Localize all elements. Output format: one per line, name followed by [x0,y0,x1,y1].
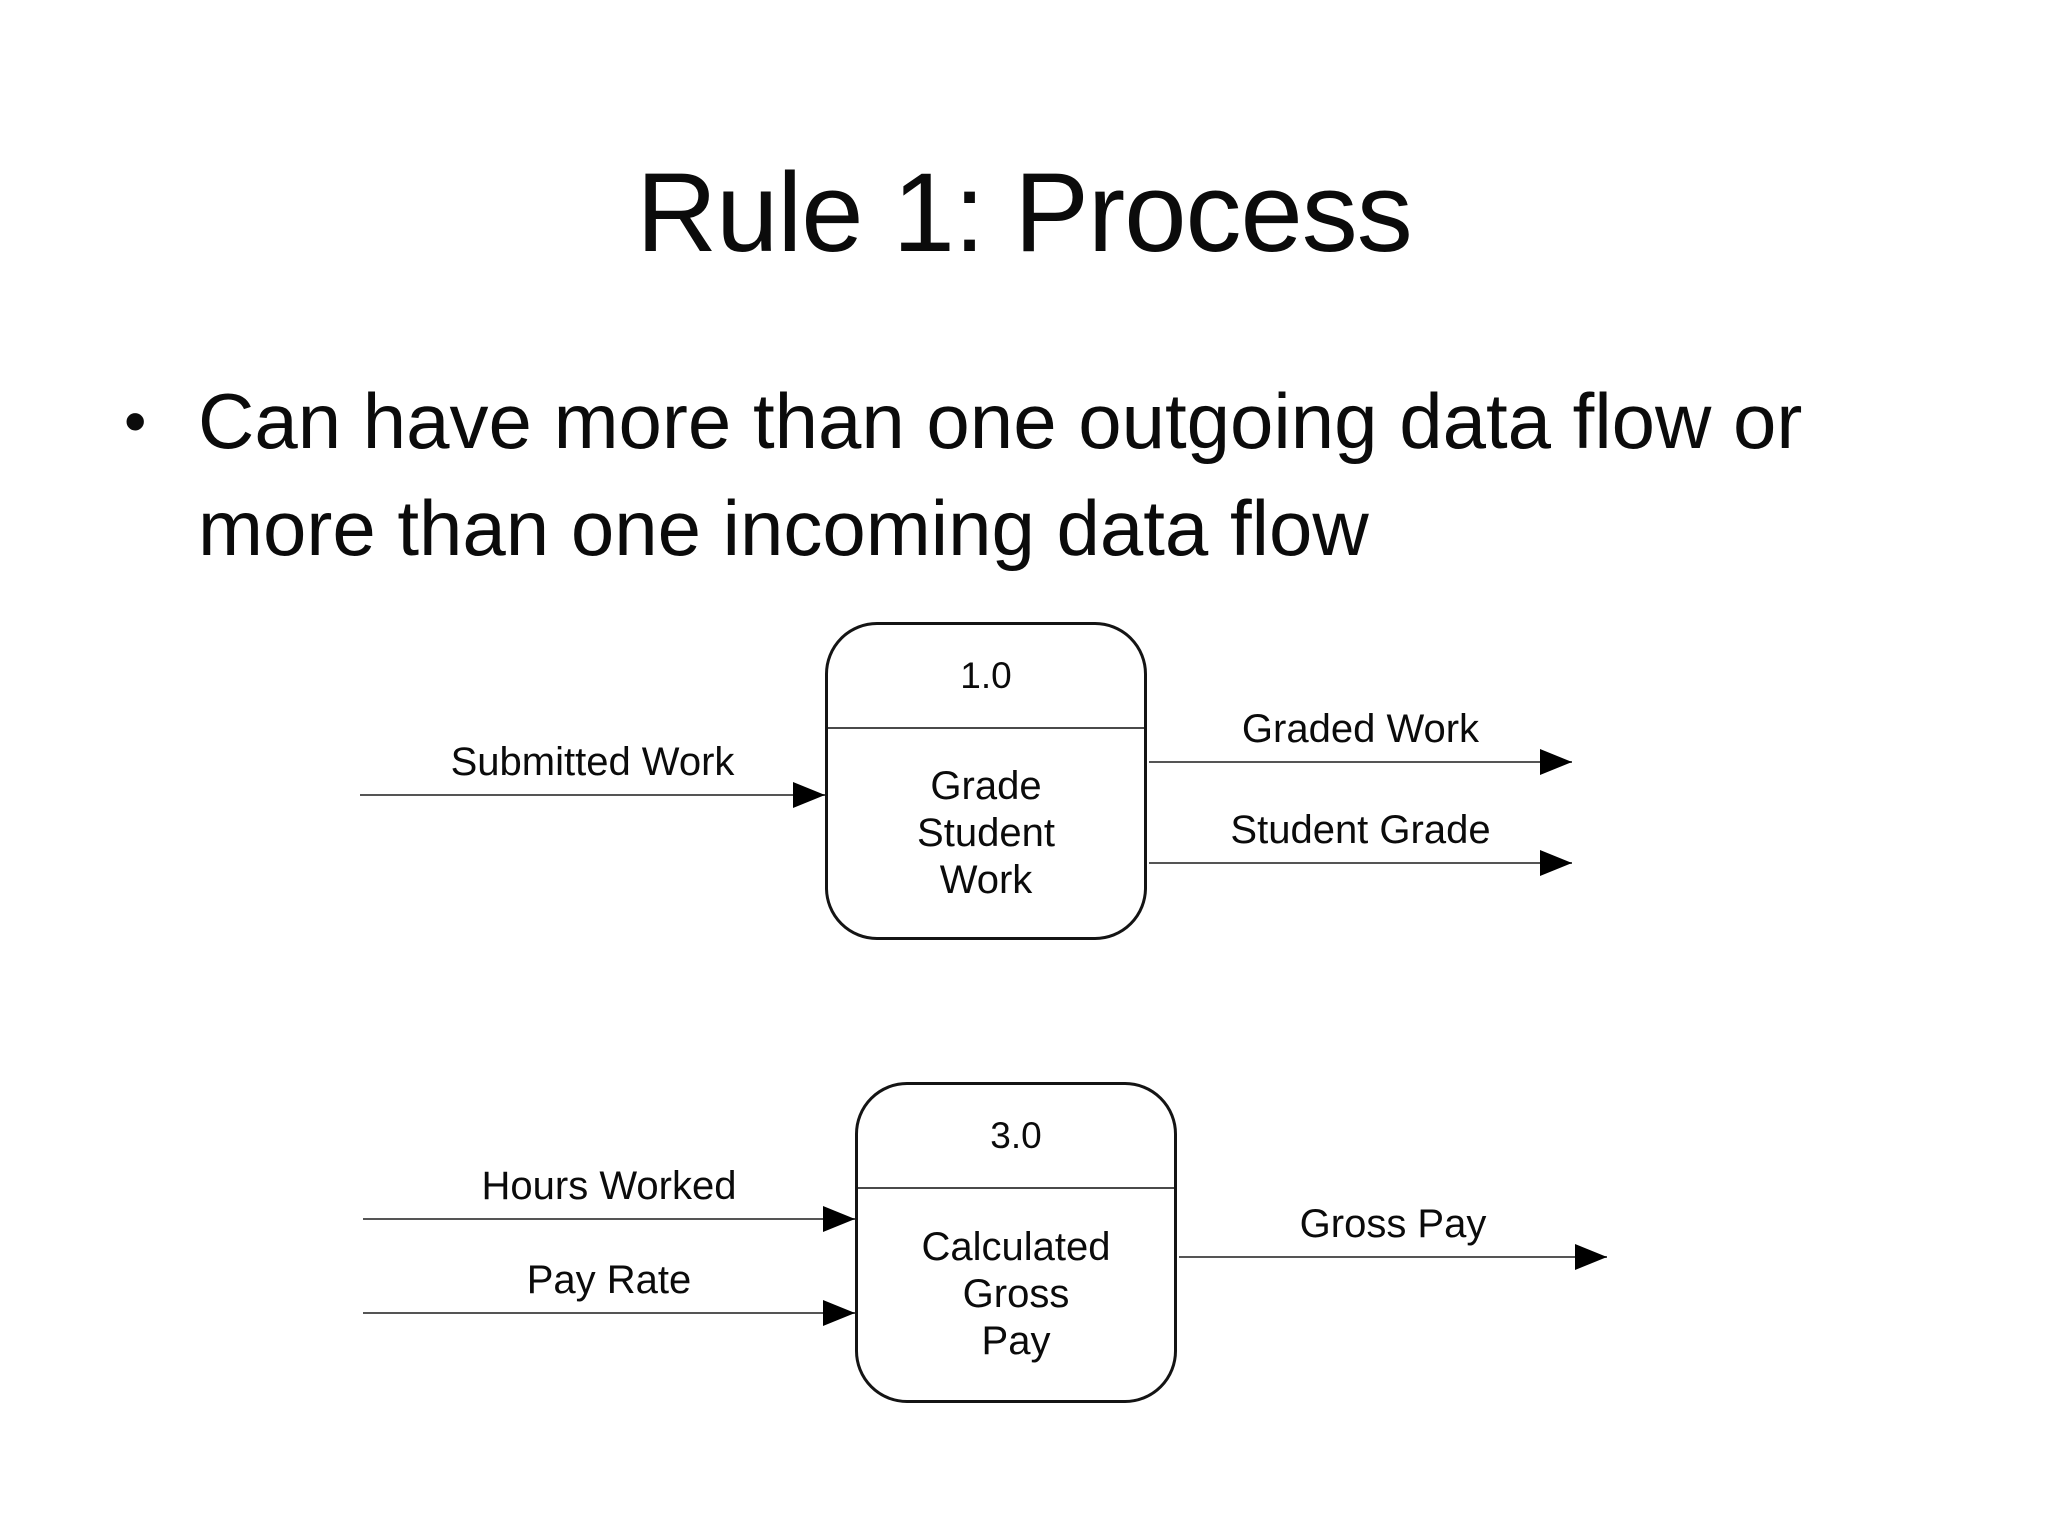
flow-line [1179,1244,1607,1270]
flow-line [363,1206,855,1232]
flow-hours-worked: Hours Worked [363,1162,855,1232]
process-name: Grade Student Work [828,729,1144,937]
process-box-calculated-gross-pay: 3.0 Calculated Gross Pay [855,1082,1177,1403]
arrowhead-right-icon [1540,850,1572,876]
process-name-line: Calculated [921,1225,1111,1269]
process-name: Calculated Gross Pay [858,1189,1174,1400]
process-number: 1.0 [828,625,1144,729]
arrowhead-right-icon [1575,1244,1607,1270]
process-name-line: Gross [962,1272,1070,1316]
flow-label-hours-worked: Hours Worked [481,1164,737,1208]
flow-label-gross-pay: Gross Pay [1299,1202,1487,1246]
arrowhead-right-icon [793,782,825,808]
flow-label-graded-work: Graded Work [1241,707,1480,751]
process-name-line: Grade [930,763,1042,808]
flow-line [360,782,825,808]
process-name-line: Student [917,810,1055,855]
flow-line [1149,850,1572,876]
process-number: 3.0 [858,1085,1174,1189]
bullet-marker: • [124,385,147,457]
flow-submitted-work: Submitted Work [360,738,825,808]
bullet-line-2: more than one incoming data flow [198,484,1369,572]
bullet-text: Can have more than one outgoing data flo… [198,368,1802,582]
flow-label-pay-rate: Pay Rate [526,1258,692,1302]
flow-student-grade: Student Grade [1149,806,1572,876]
flow-graded-work: Graded Work [1149,705,1572,775]
flow-label-submitted-work: Submitted Work [450,740,735,784]
arrowhead-right-icon [823,1206,855,1232]
process-name-line: Work [939,857,1033,902]
process-name-line: Pay [981,1319,1051,1363]
bullet-line-1: Can have more than one outgoing data flo… [198,377,1803,465]
flow-line [363,1300,855,1326]
flow-line [1149,749,1572,775]
flow-label-student-grade: Student Grade [1230,808,1491,852]
arrowhead-right-icon [1540,749,1572,775]
flow-gross-pay: Gross Pay [1179,1200,1607,1270]
arrowhead-right-icon [823,1300,855,1326]
flow-pay-rate: Pay Rate [363,1256,855,1326]
process-box-grade-student-work: 1.0 Grade Student Work [825,622,1147,940]
slide-title: Rule 1: Process [636,150,1413,275]
